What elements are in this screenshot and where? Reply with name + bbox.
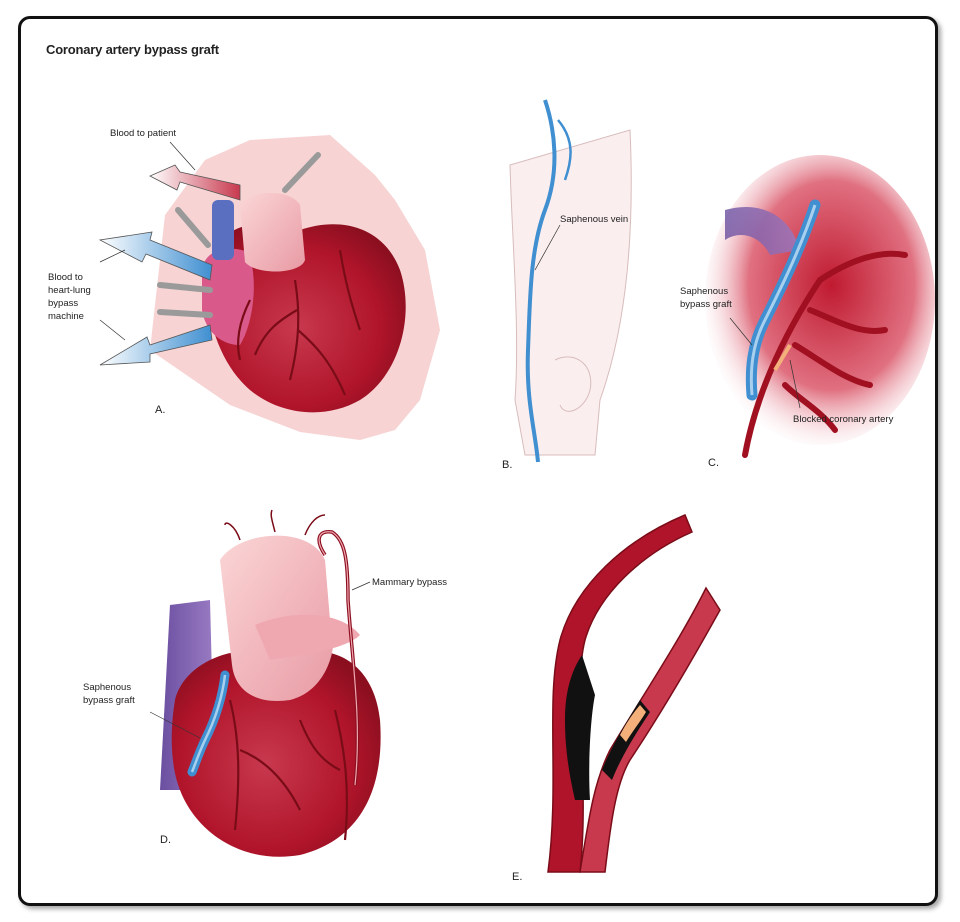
label-heart-lung-1: Blood to — [48, 272, 83, 283]
leader-mammary-d — [351, 581, 371, 591]
panel-b-leg: Saphenous vein B. — [502, 99, 632, 471]
vein-purple-c — [725, 206, 800, 255]
figure-title: Coronary artery bypass graft — [46, 42, 219, 57]
leader-heart-lung-2 — [99, 319, 126, 341]
label-mammary-d: Mammary bypass — [372, 577, 447, 588]
panel-d-heart-grafts: Mammary bypass Saphenous bypass graft D. — [83, 509, 447, 857]
leader-saphenous-vein — [534, 224, 561, 271]
leader-blood-to-patient — [169, 141, 196, 171]
mammary-bypass-inner-d — [318, 531, 358, 786]
arrow-to-machine-upper — [98, 231, 213, 281]
saphenous-graft-highlight-c — [749, 204, 817, 396]
cannula-tubes-a — [157, 152, 321, 318]
arrow-to-machine-lower — [99, 324, 213, 366]
label-heart-lung-4: machine — [48, 311, 84, 322]
leader-graft-c — [729, 317, 753, 346]
blocked-segment-c — [773, 343, 792, 372]
plaque-e — [620, 705, 646, 742]
label-graft-d-2: bypass graft — [83, 695, 135, 706]
artery-lumen-left-e — [565, 655, 595, 800]
panel-e-artery-cross-section: E. — [512, 514, 721, 883]
leader-blocked-c — [789, 359, 801, 409]
coronary-tree-c — [742, 250, 908, 458]
saphenous-vein-branch-b — [557, 119, 572, 181]
heart-a — [206, 223, 406, 413]
leg-skin — [509, 129, 632, 456]
coronary-branches-d — [228, 699, 349, 841]
panel-letter-d: D. — [160, 834, 171, 846]
aorta-a — [240, 192, 305, 272]
heart-glow-c — [705, 155, 935, 445]
aortic-branches-d — [224, 509, 326, 541]
arrow-blood-to-patient — [149, 164, 241, 201]
panel-c-graft-detail: Saphenous bypass graft Blocked coronary … — [680, 155, 935, 469]
knee-outline — [554, 356, 592, 412]
panel-letter-a: A. — [155, 404, 165, 416]
label-saphenous-vein: Saphenous vein — [560, 214, 628, 225]
coronary-branches-a — [236, 249, 362, 396]
label-graft-d-1: Saphenous — [83, 682, 131, 693]
panel-letter-b: B. — [502, 459, 512, 471]
label-blocked-c: Blocked coronary artery — [793, 414, 894, 425]
artery-right-branch-e — [579, 586, 721, 873]
panel-letter-e: E. — [512, 871, 522, 883]
panel-letter-c: C. — [708, 457, 719, 469]
pulmonary-d — [255, 614, 360, 660]
vena-cava-a — [212, 200, 234, 260]
label-graft-c-1: Saphenous — [680, 286, 728, 297]
label-heart-lung-2: heart-lung — [48, 285, 91, 296]
label-graft-c-2: bypass graft — [680, 299, 732, 310]
saphenous-vein-b — [525, 99, 557, 463]
panel-a-heart-lung: Blood to patient Blood to heart-lung byp… — [48, 128, 440, 440]
leader-heart-lung-1 — [99, 249, 126, 263]
label-heart-lung-3: bypass — [48, 298, 78, 309]
saphenous-graft-highlight-d — [190, 674, 227, 773]
label-blood-to-patient: Blood to patient — [110, 128, 176, 139]
leader-graft-d — [149, 711, 201, 739]
